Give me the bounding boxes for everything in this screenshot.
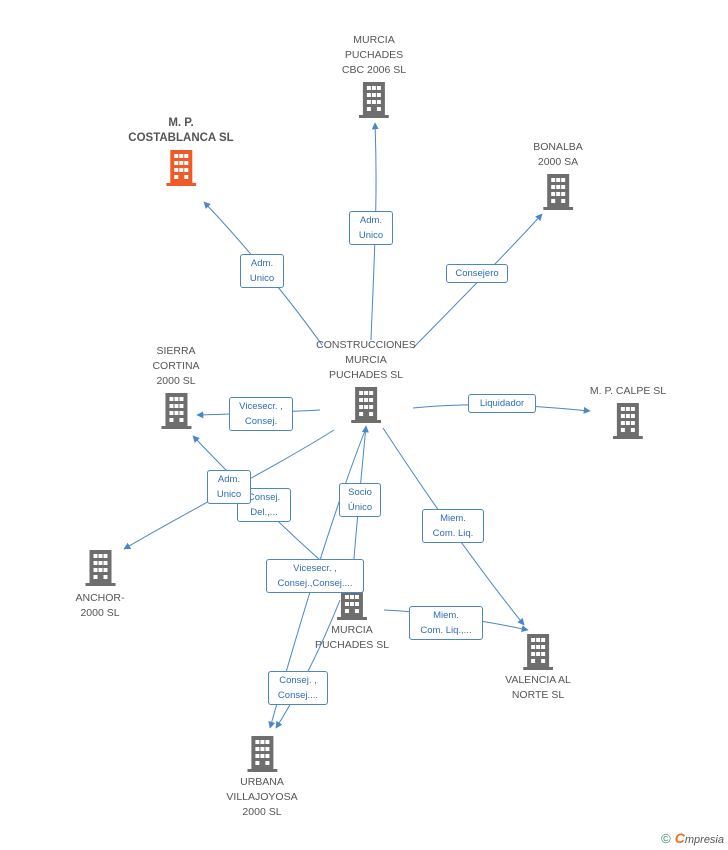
edge-label-adm-unico-cbc[interactable]: Adm. Unico — [349, 211, 393, 245]
node-label: M. P. CALPE SL — [589, 385, 667, 397]
node-urbana-villajoyosa[interactable]: URBANA VILLAJOYOSA 2000 SL — [226, 736, 298, 820]
edge-label-socio-unico[interactable]: Socio Único — [339, 483, 381, 517]
copyright-icon: © — [661, 831, 671, 846]
edge-label-vicesecr-consej[interactable]: Vicesecr. , Consej. — [229, 397, 293, 431]
edge-label-adm-unico-anchor[interactable]: Adm. Unico — [207, 470, 251, 504]
building-icon — [165, 150, 196, 186]
building-icon — [350, 387, 381, 423]
node-label: SIERRA CORTINA 2000 SL — [152, 345, 200, 387]
node-label: MURCIA PUCHADES CBC 2006 SL — [341, 34, 407, 76]
edge-label-liquidador[interactable]: Liquidador — [468, 394, 536, 413]
building-icon — [542, 174, 573, 210]
building-icon — [246, 736, 277, 772]
node-label: BONALBA 2000 SA — [533, 141, 583, 168]
building-icon — [359, 82, 389, 118]
node-mp-calpe[interactable]: M. P. CALPE SL — [590, 384, 666, 439]
node-label: ANCHOR- 2000 SL — [75, 592, 125, 619]
node-mp-costablanca[interactable]: M. P. COSTABLANCA SL — [128, 116, 234, 186]
node-bonalba[interactable]: BONALBA 2000 SA — [533, 140, 583, 210]
node-label: CONSTRUCCIONES MURCIA PUCHADES SL — [316, 339, 416, 381]
node-valencia-al-norte[interactable]: VALENCIA AL NORTE SL — [505, 634, 571, 703]
node-murcia-puchades-cbc[interactable]: MURCIA PUCHADES CBC 2006 SL — [342, 33, 406, 118]
edge-to-urbana-2 — [275, 599, 341, 729]
edge-label-consejero[interactable]: Consejero — [446, 264, 508, 283]
edge-label-consej-consej[interactable]: Consej. , Consej.... — [268, 671, 328, 705]
building-icon — [85, 550, 115, 586]
building-icon — [522, 634, 553, 670]
building-icon — [161, 393, 191, 429]
footer-brand: ©Cmpresia — [661, 830, 724, 846]
node-construcciones-murcia-puchades[interactable]: CONSTRUCCIONES MURCIA PUCHADES SL — [316, 338, 416, 423]
edge-label-miem-com-liq[interactable]: Miem. Com. Liq. — [422, 509, 484, 543]
building-icon — [612, 403, 643, 439]
edge-label-vicesecr-consej-consej[interactable]: Vicesecr. , Consej.,Consej.... — [266, 559, 364, 593]
node-label: URBANA VILLAJOYOSA 2000 SL — [226, 776, 298, 818]
edge-label-miem-com-liq-2[interactable]: Miem. Com. Liq.,... — [409, 606, 483, 640]
node-label: MURCIA PUCHADES SL — [314, 624, 390, 651]
brand-name: mpresia — [684, 834, 724, 846]
brand-initial: C — [674, 830, 685, 846]
node-sierra-cortina[interactable]: SIERRA CORTINA 2000 SL — [152, 344, 200, 429]
node-label: VALENCIA AL NORTE SL — [505, 674, 571, 701]
node-anchor[interactable]: ANCHOR- 2000 SL — [76, 550, 125, 621]
node-label: M. P. COSTABLANCA SL — [128, 117, 234, 144]
node-murcia-puchades[interactable]: MURCIA PUCHADES SL — [315, 584, 389, 653]
edge-label-adm-unico-costablanca[interactable]: Adm. Unico — [240, 254, 284, 288]
